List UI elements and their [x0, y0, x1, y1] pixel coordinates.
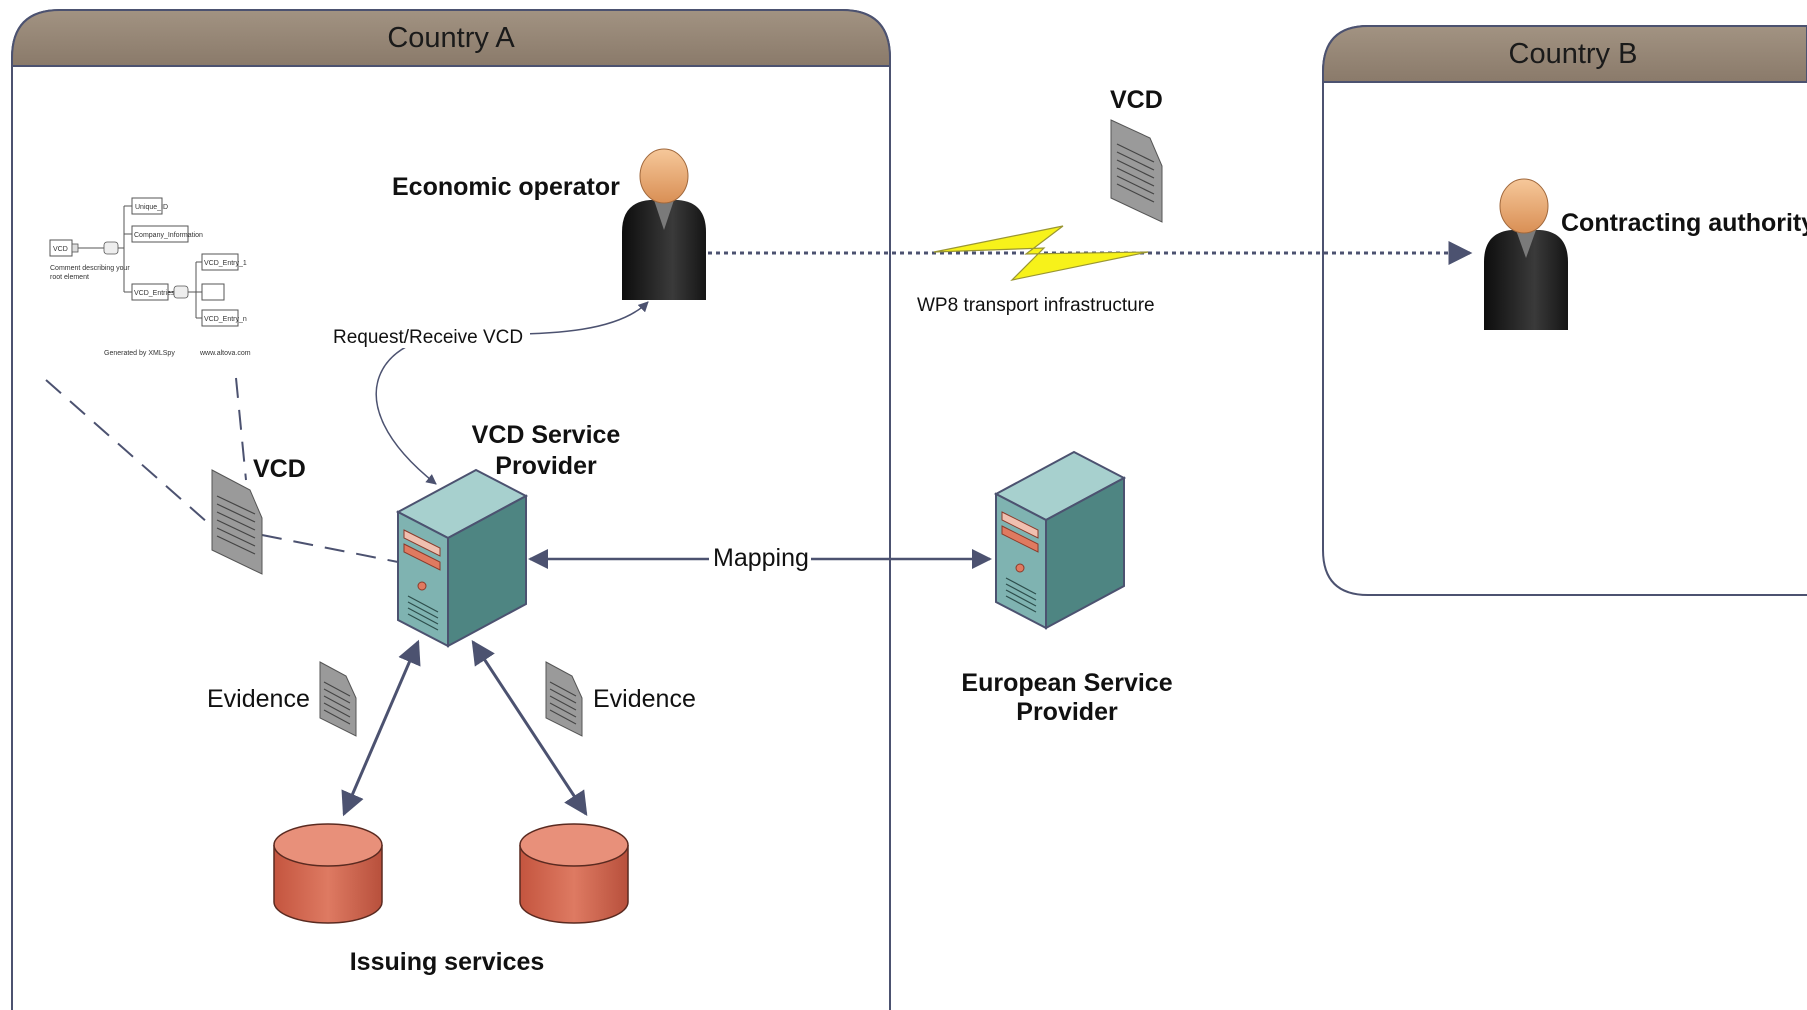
- evidence-right-label: Evidence: [593, 685, 696, 713]
- schema-root-note-2: root element: [50, 274, 89, 281]
- transport-connector: WP8 transport infrastructure: [700, 225, 1473, 316]
- economic-operator-actor: Economic operator: [392, 148, 706, 300]
- person-icon: [1499, 178, 1549, 234]
- svg-text:VCD_Entry_1: VCD_Entry_1: [204, 260, 247, 267]
- database-icon: [519, 845, 629, 924]
- vcd-document-left: VCD: [211, 455, 306, 575]
- request-receive-label: Request/Receive VCD: [333, 327, 523, 348]
- issuing-services-label: Issuing services: [350, 948, 545, 976]
- vcd-service-provider-label-1: VCD Service: [472, 421, 621, 449]
- lightning-icon: [933, 225, 1149, 281]
- country-a-header: [11, 9, 891, 67]
- schema-dashed-connector: [45, 377, 399, 563]
- person-icon: [639, 148, 689, 204]
- contracting-authority-label: Contracting authority: [1561, 209, 1807, 237]
- schema-node-unique-id: [131, 197, 163, 215]
- economic-operator-body: [622, 200, 706, 300]
- schema-root-label: VCD: [53, 246, 68, 253]
- svg-text:Company_Information: Company_Information: [134, 232, 203, 239]
- request-receive-connector: Request/Receive VCD: [330, 301, 649, 485]
- evidence-document-left: Evidence: [207, 661, 357, 737]
- schema-sequence-2: [173, 285, 189, 299]
- schema-node-company-information: [131, 225, 189, 243]
- schema-footer-left: Generated by XMLSpy: [104, 350, 175, 357]
- evidence-left-label: Evidence: [207, 685, 310, 713]
- country-a-title: Country A: [387, 22, 515, 54]
- european-service-provider-server: European Service Provider: [961, 450, 1173, 726]
- document-icon: [1110, 119, 1163, 223]
- country-b-title: Country B: [1509, 38, 1638, 70]
- vcd-top-label: VCD: [1110, 86, 1163, 114]
- schema-root-note-1: Comment describing your: [50, 265, 130, 272]
- country-b-header: [1322, 25, 1807, 83]
- svg-text:VCD_Entries: VCD_Entries: [134, 290, 175, 297]
- contracting-authority-actor: Contracting authority: [1484, 178, 1807, 330]
- vcd-document-top: VCD: [1110, 86, 1163, 223]
- vcd-service-provider-server: VCD Service Provider: [395, 421, 621, 648]
- schema-thumbnail: VCD Comment describing your root element…: [49, 197, 251, 357]
- document-icon: [545, 661, 583, 737]
- mapping-label: Mapping: [713, 544, 809, 572]
- schema-node-vcd-entry-1: [201, 253, 239, 271]
- contracting-authority-body: [1484, 230, 1568, 330]
- mapping-connector: Mapping: [528, 540, 992, 576]
- vcd-service-provider-label-2: Provider: [495, 452, 597, 480]
- schema-node-vcd-entry-n: [201, 309, 239, 327]
- svg-text:VCD_Entry_n: VCD_Entry_n: [204, 316, 247, 323]
- evidence-document-right: Evidence: [545, 661, 696, 737]
- svg-text:Unique_ID: Unique_ID: [135, 204, 168, 211]
- issuing-service-database-1: [273, 823, 383, 924]
- schema-sequence-1: [103, 241, 119, 255]
- european-service-provider-label-1: European Service: [961, 669, 1172, 697]
- evidence-connectors: [341, 639, 588, 817]
- european-service-provider-label-2: Provider: [1016, 698, 1118, 726]
- document-icon: [319, 661, 357, 737]
- vcd-left-label: VCD: [253, 455, 306, 483]
- issuing-service-database-2: [519, 823, 629, 924]
- schema-node-placeholder: [201, 283, 225, 301]
- schema-footer-right: www.altova.com: [199, 350, 251, 357]
- database-icon: [273, 845, 383, 924]
- economic-operator-label: Economic operator: [392, 173, 620, 201]
- transport-label: WP8 transport infrastructure: [917, 295, 1155, 316]
